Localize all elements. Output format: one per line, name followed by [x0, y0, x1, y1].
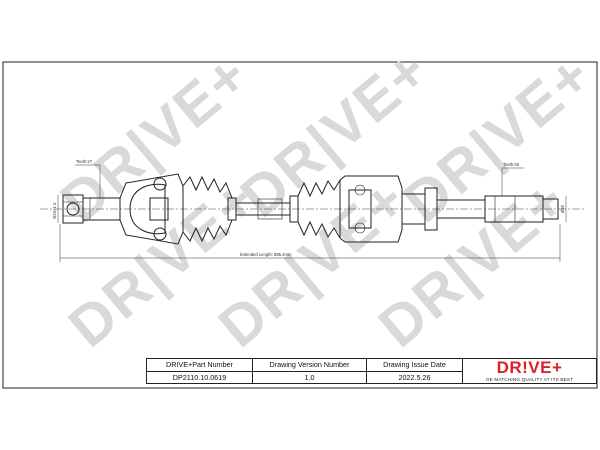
inner-flange [424, 187, 438, 231]
left-diameter-label: M24×1.5 [52, 202, 57, 219]
right-spline-label: Teeth:26 [503, 162, 520, 167]
outer-cv-joint [119, 173, 184, 245]
drive-logo: DR!VE+ OE MATCHING QUALITY AT ITS BEST [463, 359, 596, 383]
inner-boot-bottom [297, 220, 341, 239]
drawing-frame [2, 61, 598, 389]
outer-boot-bottom [182, 219, 233, 243]
extended-length-label: Extended Length: 885.4mm [240, 252, 292, 257]
part-number-value: DP2110.10.0619 [172, 372, 227, 382]
inner-tripod-spider [348, 189, 372, 229]
drive-shaft [236, 198, 290, 220]
inboard-stub [437, 195, 559, 223]
title-block: DRIVE+Part Number DP2110.10.0619 Drawing… [146, 358, 597, 384]
outer-boot-top [182, 175, 233, 199]
inner-tripod-roller [354, 222, 366, 234]
issue-date-value: 2022.5.26 [398, 372, 431, 382]
version-column: Drawing Version Number 1.0 [253, 359, 367, 383]
version-header: Drawing Version Number [253, 359, 366, 372]
watermark-group: DR|VE+ DR|VE+ DR|VE+ DR|VE+ DR|VE+ DR|VE… [49, 37, 600, 360]
issue-date-column: Drawing Issue Date 2022.5.26 [367, 359, 463, 383]
inner-boot-top [297, 179, 341, 198]
shaft-damper [257, 198, 283, 220]
outer-boot-clamp [227, 197, 237, 221]
right-diameter-label: Ø36 [560, 204, 565, 213]
left-spline-label: Teeth:27 [76, 159, 93, 164]
inner-housing [339, 175, 403, 243]
inner-tripod-roller [354, 184, 366, 196]
version-value: 1.0 [304, 372, 315, 382]
part-number-column: DRIVE+Part Number DP2110.10.0619 [147, 359, 253, 383]
outer-cv-ball-top [153, 177, 167, 191]
inboard-tip [542, 198, 559, 220]
outer-cv-cage [149, 197, 169, 221]
issue-date-header: Drawing Issue Date [367, 359, 462, 372]
outer-cv-ball-bottom [153, 227, 167, 241]
outboard-thread-end [66, 202, 80, 216]
logo-slogan: OE MATCHING QUALITY AT ITS BEST [485, 377, 574, 382]
inner-cv-joint [339, 175, 438, 243]
part-number-header: DRIVE+Part Number [147, 359, 252, 372]
dimension-annotations: Teeth:27 Teeth:26 M24×1.5 Ø36 Extended L… [52, 159, 567, 262]
outer-cv-bell [129, 183, 166, 235]
outboard-stub [62, 194, 121, 224]
inner-boot-clamp [289, 195, 299, 223]
logo-text: DR!VE+ [496, 358, 563, 377]
